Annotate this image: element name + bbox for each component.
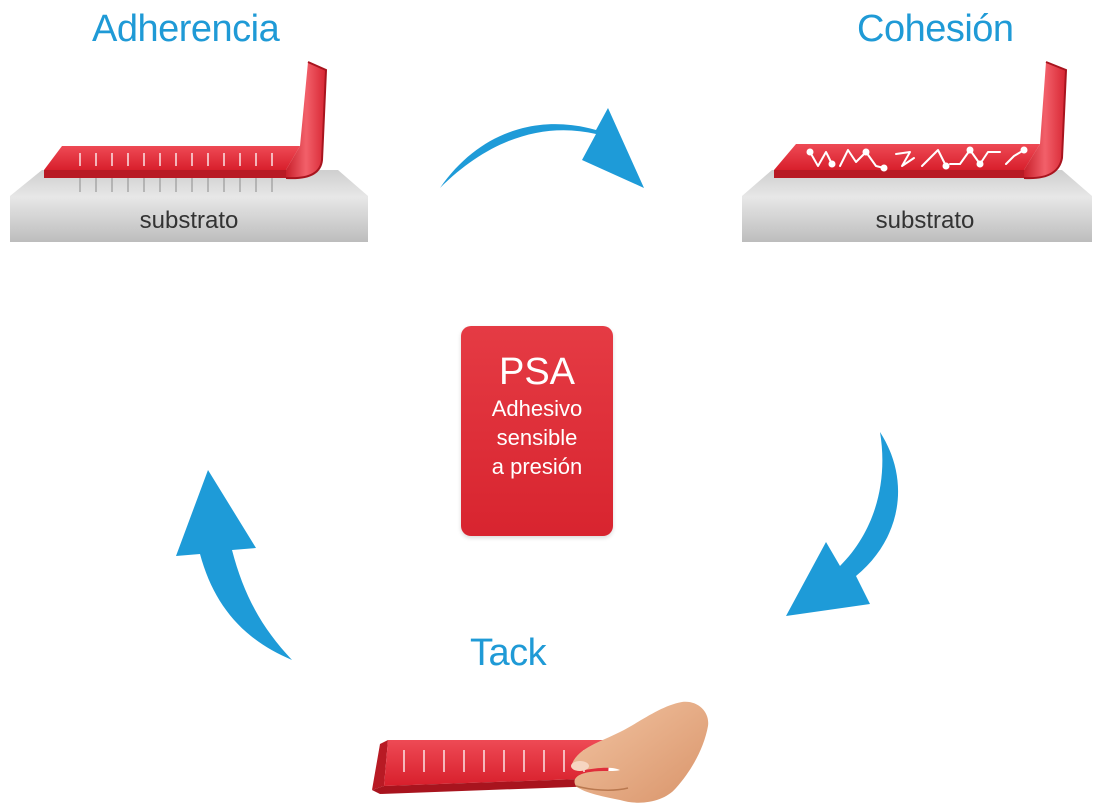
- psa-center-box: PSA Adhesivo sensible a presión: [461, 326, 613, 536]
- title-cohesion: Cohesión: [857, 8, 1014, 50]
- curved-arrow-icon-top: [440, 108, 644, 188]
- tack-illustration: [372, 701, 709, 803]
- substrate-label-right: substrato: [876, 207, 975, 234]
- polymer-nodes: [806, 146, 1028, 172]
- adhesive-tape-icon-right: [774, 61, 1068, 180]
- adhesion-force-arrows: [79, 153, 273, 166]
- cohesion-illustration: substrato: [742, 61, 1092, 242]
- tack-force-arrows: [403, 750, 585, 772]
- adhesive-tape-icon: [44, 61, 328, 180]
- curved-arrow-icon-right: [786, 432, 899, 616]
- psa-line-2: sensible: [496, 425, 578, 450]
- curved-arrow-icon-left: [176, 470, 292, 660]
- title-tack: Tack: [470, 632, 547, 674]
- psa-title: PSA: [498, 351, 576, 393]
- adhesive-tape-icon-bottom: [372, 740, 610, 794]
- title-adherencia: Adherencia: [92, 8, 280, 50]
- psa-line-3: a presión: [491, 454, 583, 479]
- substrate-force-arrows: [79, 178, 273, 192]
- substrate-label-left: substrato: [140, 207, 239, 234]
- polymer-chain-icon: [809, 149, 1025, 169]
- psa-line-1: Adhesivo: [491, 396, 583, 421]
- adherencia-illustration: substrato: [10, 61, 368, 242]
- hand-icon: [571, 701, 709, 803]
